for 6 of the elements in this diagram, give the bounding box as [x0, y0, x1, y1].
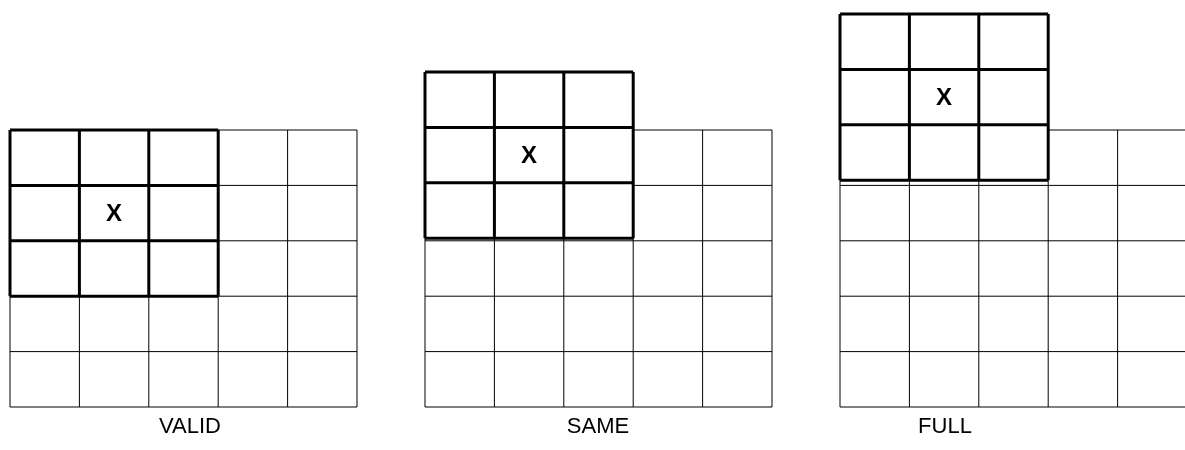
- center-mark: X: [936, 85, 953, 110]
- padding-mode-caption: SAME: [566, 415, 630, 437]
- padding-mode-caption: FULL: [918, 415, 972, 437]
- center-mark: X: [521, 143, 538, 168]
- center-mark: X: [106, 201, 123, 226]
- padding-mode-caption: VALID: [159, 415, 221, 437]
